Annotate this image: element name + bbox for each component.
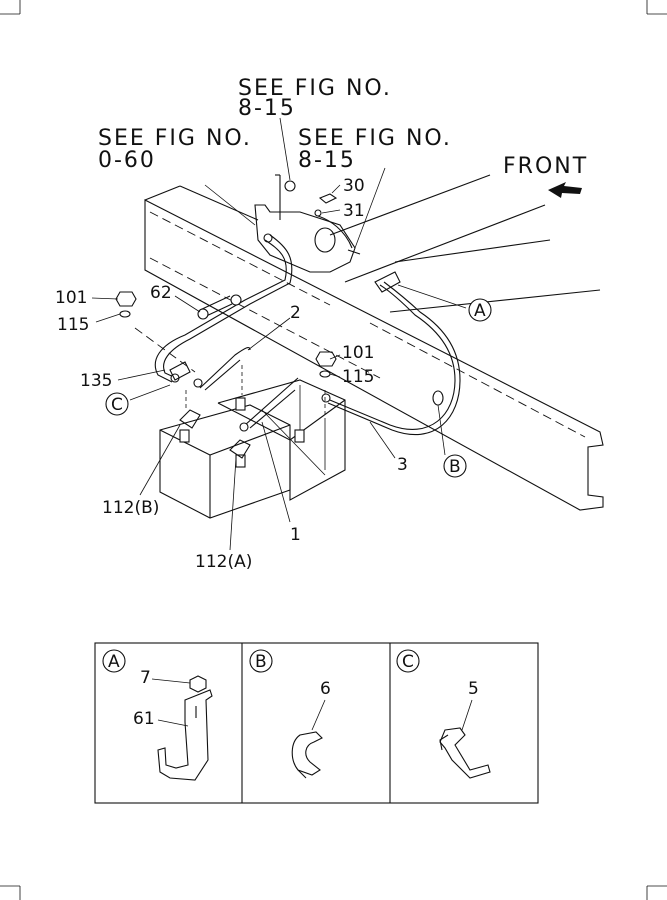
part-101-label-left: 101 xyxy=(55,288,87,308)
detail-panels xyxy=(94,642,539,804)
svg-text:B: B xyxy=(255,652,267,672)
battery-left xyxy=(159,404,291,519)
part-3-label: 3 xyxy=(397,455,408,475)
part-6-label: 6 xyxy=(320,679,331,699)
ref-left-line1: SEE FIG NO. xyxy=(98,126,252,151)
cross-member xyxy=(329,174,601,313)
starter-lead xyxy=(317,215,361,255)
svg-text:C: C xyxy=(111,395,123,415)
detail-panel-a: A 7 61 xyxy=(102,649,213,781)
detail-panel-c: C 5 xyxy=(396,649,491,779)
alignment-lines xyxy=(134,327,326,476)
front-arrow-icon xyxy=(548,182,582,198)
svg-text:A: A xyxy=(474,301,486,321)
ref-right-line1: SEE FIG NO. xyxy=(298,126,452,151)
cable-3 xyxy=(321,271,461,436)
part-7-label: 7 xyxy=(140,668,151,688)
part-61-label: 61 xyxy=(133,709,155,729)
cable-135 xyxy=(154,234,293,383)
part-112a-label: 112(A) xyxy=(195,552,252,572)
part-62-label: 62 xyxy=(150,283,172,303)
frame-rail xyxy=(144,185,604,511)
part-115-label-left: 115 xyxy=(57,315,89,335)
callout-a: A xyxy=(468,298,492,322)
part-135-label: 135 xyxy=(80,371,112,391)
part-2-label: 2 xyxy=(290,303,301,323)
hardware xyxy=(115,291,337,459)
part-112b-label: 112(B) xyxy=(102,498,159,518)
detail-panel-b: B 6 xyxy=(249,649,331,779)
part-115-label-right: 115 xyxy=(342,367,374,387)
ref-left-line2: 0-60 xyxy=(98,148,156,173)
ref-top-line2: 8-15 xyxy=(238,96,296,121)
part-30-label: 30 xyxy=(343,176,365,196)
part-101-label-right: 101 xyxy=(342,343,374,363)
starter-motor xyxy=(254,174,356,273)
svg-text:C: C xyxy=(402,652,414,672)
svg-text:A: A xyxy=(108,652,120,672)
leader-lines xyxy=(91,117,467,551)
callout-c: C xyxy=(105,392,129,416)
ref-top-line1: SEE FIG NO. xyxy=(238,76,392,101)
part-1-label: 1 xyxy=(290,525,301,545)
svg-text:B: B xyxy=(449,457,461,477)
callout-b: B xyxy=(443,454,467,478)
part-31-label: 31 xyxy=(343,201,365,221)
front-label: FRONT xyxy=(503,154,588,179)
battery-right xyxy=(217,379,346,501)
cable-1 xyxy=(239,377,299,432)
ref-right-line2: 8-15 xyxy=(298,148,356,173)
part-5-label: 5 xyxy=(468,679,479,699)
